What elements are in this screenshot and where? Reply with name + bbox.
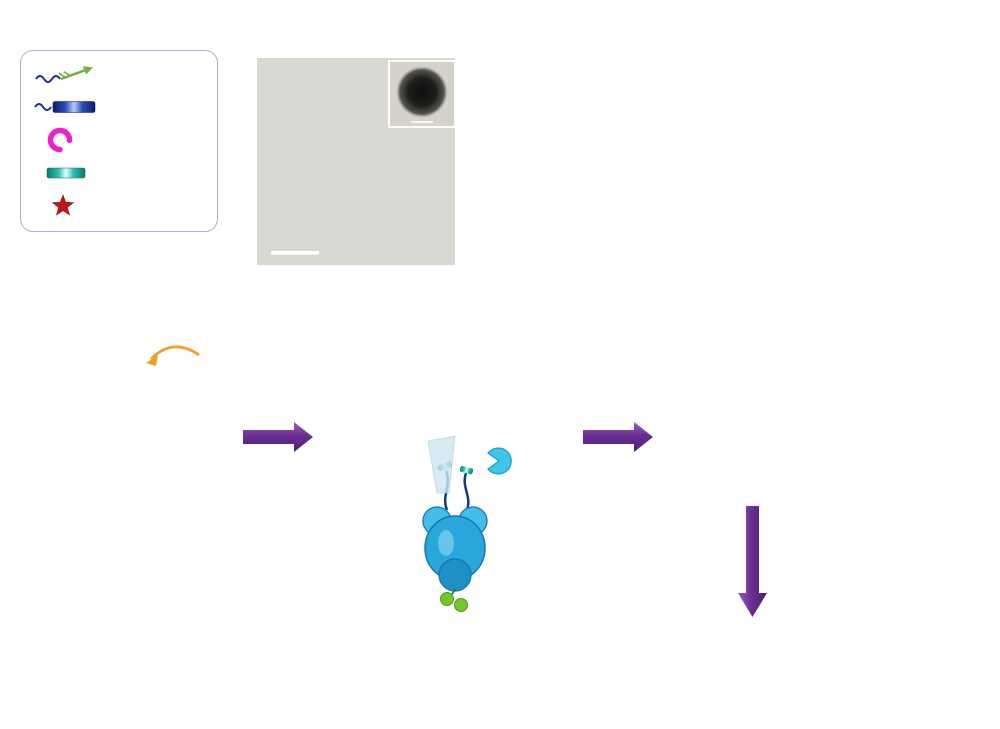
mechanism-schematic — [0, 293, 1000, 729]
af7p-icon — [35, 65, 93, 83]
scale-bar — [271, 251, 319, 255]
abs-em-spectra-chart — [747, 92, 1000, 242]
tem-inset — [388, 60, 455, 128]
cleavage-arrow — [243, 422, 313, 452]
e8-icon — [46, 167, 86, 178]
mechanism-schematic-svg — [146, 345, 767, 617]
component-legend-box — [20, 50, 218, 232]
panel-a — [8, 6, 240, 288]
legend-item-r9 — [25, 90, 213, 123]
legend-item-af7p — [25, 57, 213, 90]
legend-item-mmp — [25, 123, 213, 156]
mmp-enzyme-icon — [487, 447, 512, 475]
activation-arrow — [583, 422, 653, 452]
cleavage-funnel — [427, 435, 456, 494]
penetration-arrow — [738, 506, 767, 617]
fret-arrow — [146, 345, 200, 366]
panel-b — [238, 6, 460, 270]
legend-item-a1094 — [25, 189, 213, 222]
tem-image — [257, 58, 455, 265]
panel-d-spectra-chart — [733, 6, 999, 298]
a1094-star-icon — [51, 193, 75, 216]
mmp-icon — [47, 127, 73, 152]
legend-item-e8 — [25, 156, 213, 189]
panel-c-size-chart — [485, 6, 733, 298]
mmp14-protein — [422, 461, 488, 612]
r9-tat-icon — [34, 100, 96, 113]
